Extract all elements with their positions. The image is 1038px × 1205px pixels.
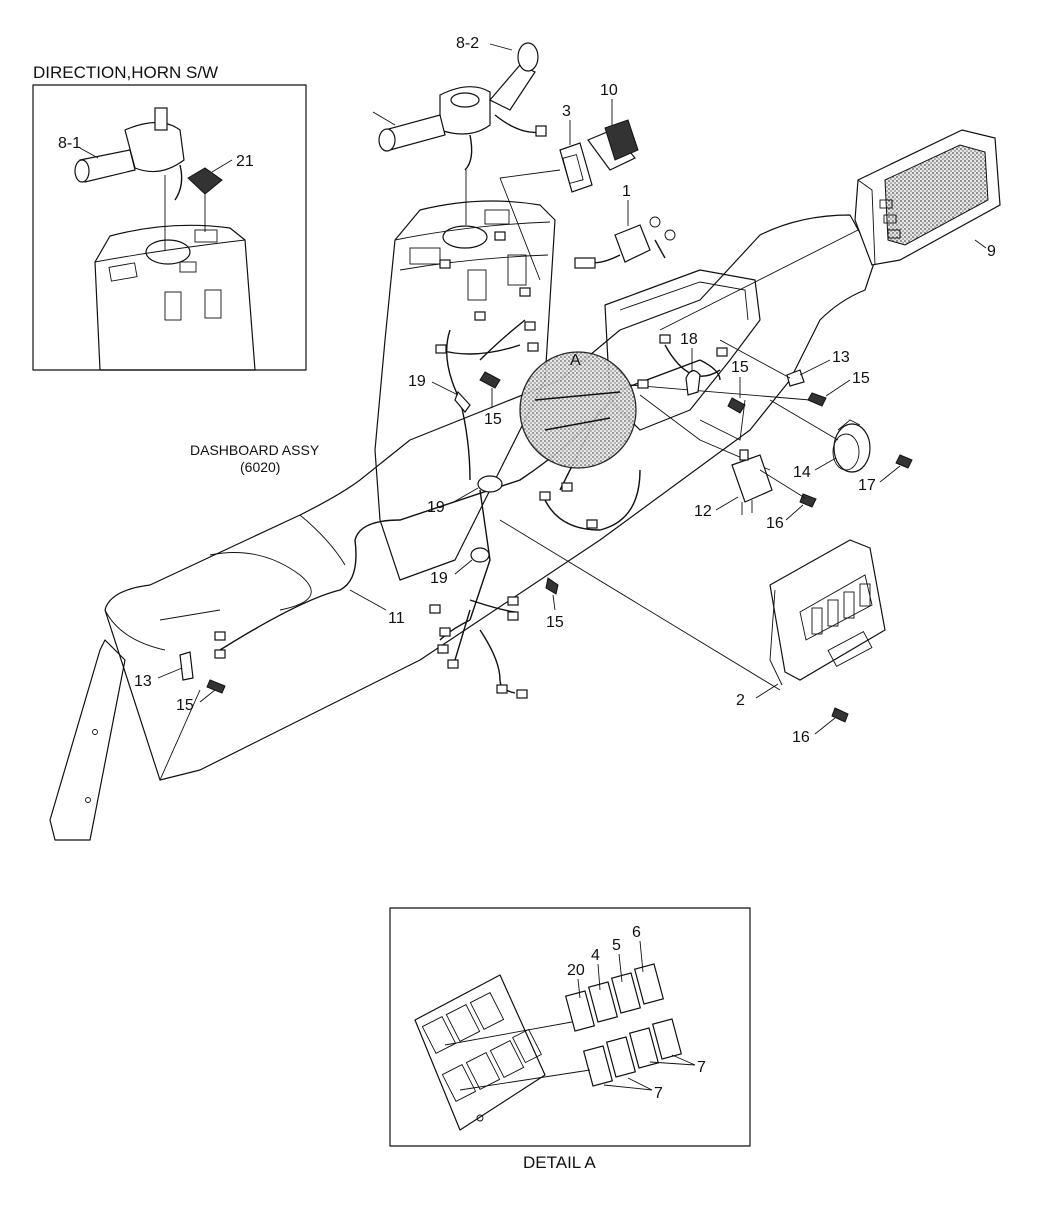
relay-12 [731, 454, 773, 503]
detail-callout-7-a: 7 [697, 1059, 706, 1076]
controller: 2 16 [736, 539, 886, 746]
callout-2: 2 [736, 692, 745, 709]
switch-lever-8-2 [489, 64, 536, 111]
dashboard-assy-label: DASHBOARD ASSY [190, 442, 320, 458]
detail-callout-7-b: 7 [654, 1085, 663, 1102]
bolt-15-d [545, 577, 559, 595]
detail-callout-4: 4 [591, 947, 600, 964]
callout-16-b: 16 [792, 729, 810, 746]
detail-switch-7-a [582, 1045, 614, 1087]
inset-column-cover [94, 224, 256, 371]
detail-switch-6 [633, 963, 665, 1005]
switch-3 [559, 142, 593, 193]
dashboard-assy [49, 200, 876, 841]
detail-switch-20 [564, 990, 596, 1032]
bracket-13-upper: 13 [719, 339, 850, 387]
combination-switch: 8-2 [372, 35, 547, 225]
detail-a-caption: DETAIL A [523, 1153, 596, 1172]
callout-10: 10 [600, 82, 618, 99]
bolt-15-a-right [727, 397, 746, 414]
inset-direction-switch [124, 121, 185, 173]
callout-18: 18 [680, 331, 698, 348]
clip-19-a [454, 390, 471, 413]
detail-switch-5 [610, 972, 642, 1014]
horn-14 [833, 423, 871, 473]
detail-circle-label: A [570, 352, 581, 369]
clamp-18: 18 [680, 331, 701, 396]
callout-8-1-inset: 8-1 [58, 135, 81, 152]
detail-switch-7-c [628, 1027, 660, 1069]
callout-15-a: 15 [731, 359, 749, 376]
detail-a-frame [389, 907, 751, 1147]
dashboard-side-panel [49, 639, 126, 841]
horn-cap [187, 167, 223, 195]
detail-switch-panel [414, 974, 546, 1131]
callout-19-a: 19 [408, 373, 426, 390]
callout-21: 21 [236, 153, 254, 170]
bolts: 15 15 15 15 15 [176, 359, 870, 714]
detail-callout-20: 20 [567, 962, 585, 979]
detail-a-panel: DETAIL A 20 4 5 6 7 7 [389, 907, 751, 1172]
rocker-switches: 3 10 [499, 82, 639, 281]
dashboard-assy-number: (6020) [240, 459, 280, 475]
detail-callout-6: 6 [632, 924, 641, 941]
wire-harness: 11 [214, 231, 811, 699]
callout-15-d: 15 [546, 614, 564, 631]
dashboard-lower-body [104, 214, 876, 781]
instrument-cluster: 9 [659, 129, 1001, 331]
callout-16-a: 16 [766, 515, 784, 532]
bolt-15-a [479, 371, 501, 389]
bracket-13-lower: 13 [134, 651, 194, 690]
callout-19-c: 19 [430, 570, 448, 587]
callout-12: 12 [694, 503, 712, 520]
callout-3: 3 [562, 103, 571, 120]
key-switch: 1 [574, 183, 676, 269]
starter-key-switch [614, 224, 651, 263]
detail-callout-5: 5 [612, 937, 621, 954]
relay: 12 16 [694, 449, 817, 532]
callout-14: 14 [793, 464, 811, 481]
bolt-15-b [807, 392, 827, 407]
callout-13-a: 13 [832, 349, 850, 366]
callout-8-2: 8-2 [456, 35, 479, 52]
callout-1: 1 [622, 183, 631, 200]
clip-19-b [477, 475, 503, 493]
callout-15-e: 15 [176, 697, 194, 714]
bolt-17 [895, 454, 913, 469]
detail-switch-7-d [651, 1018, 683, 1060]
bolt-16-b [831, 707, 849, 723]
dashboard-label: DASHBOARD ASSY (6020) [190, 442, 320, 475]
detail-a-callout-circle: A [519, 351, 637, 469]
callout-13-b: 13 [134, 673, 152, 690]
clips: 19 19 19 [408, 373, 503, 587]
bolt-15-e [206, 679, 226, 694]
clip-19-c [470, 547, 490, 563]
controller-2 [769, 539, 886, 681]
callout-17: 17 [858, 477, 876, 494]
callout-9: 9 [987, 243, 996, 260]
horn: 14 17 [769, 399, 913, 494]
inset-title: DIRECTION,HORN S/W [33, 63, 218, 82]
inset-direction-horn-switch: DIRECTION,HORN S/W 8-1 21 [32, 63, 307, 371]
detail-switch-7-b [605, 1036, 637, 1078]
callout-15-b: 15 [852, 370, 870, 387]
callout-11: 11 [388, 610, 405, 627]
callout-19-b: 19 [427, 499, 445, 516]
dashboard-column [374, 200, 556, 581]
detail-switch-4 [587, 981, 619, 1023]
callout-15-c: 15 [484, 411, 502, 428]
